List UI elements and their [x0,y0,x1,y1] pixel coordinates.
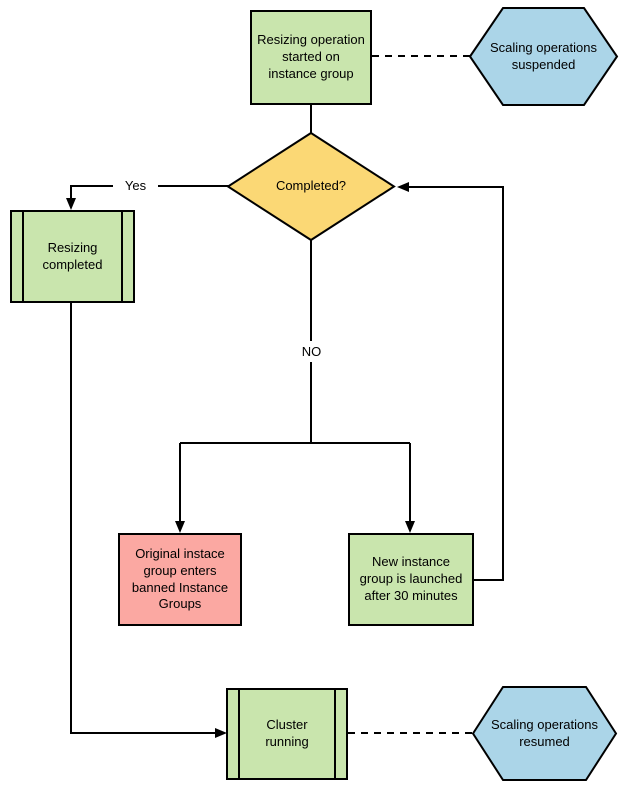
edge-resizing-completed-to-cluster [70,302,215,734]
hexagon-resumed-label: Scaling operations resumed [491,716,598,749]
edge-label-no: NO [294,341,329,362]
predefined-bar-left [238,690,240,778]
node-start-label: Resizing operation started on instance g… [257,32,365,81]
diamond-completed-label: Completed? [275,178,347,194]
node-resizing-completed-label: Resizing completed [42,239,103,272]
edge-label-yes: Yes [113,175,158,196]
predefined-bar-left [22,212,24,301]
hexagon-scaling-resumed [471,686,618,781]
node-cluster-running-label: Cluster running [265,717,309,749]
edge-decision-no-branch [179,240,411,522]
hexagon-scaling-suspended [468,7,619,106]
node-new-instance-group: New instance group is launched after 30 … [348,533,474,626]
node-start-process: Resizing operation started on instance g… [250,10,372,105]
node-banned-label: Original instace group enters banned Ins… [131,545,229,612]
node-banned-instance-groups: Original instace group enters banned Ins… [118,533,242,626]
edge-decision-yes-to-resizing-completed [70,185,229,199]
arrowhead-into-banned-group [175,521,185,533]
arrowhead-into-cluster-running [215,728,227,738]
node-cluster-running: Cluster running [226,688,348,780]
predefined-bar-right [121,212,123,301]
node-new-group-label: New instance group is launched after 30 … [359,554,463,603]
hexagon-suspended-label: Scaling operations suspended [490,39,597,72]
edge-new-group-loop-to-decision [409,186,504,581]
arrowhead-into-new-group [405,521,415,533]
node-resizing-completed: Resizing completed [10,210,135,303]
arrowhead-into-resizing-completed [66,198,76,210]
diamond-completed-decision [226,131,396,242]
arrowhead-into-decision [397,182,409,192]
predefined-bar-right [334,690,336,778]
